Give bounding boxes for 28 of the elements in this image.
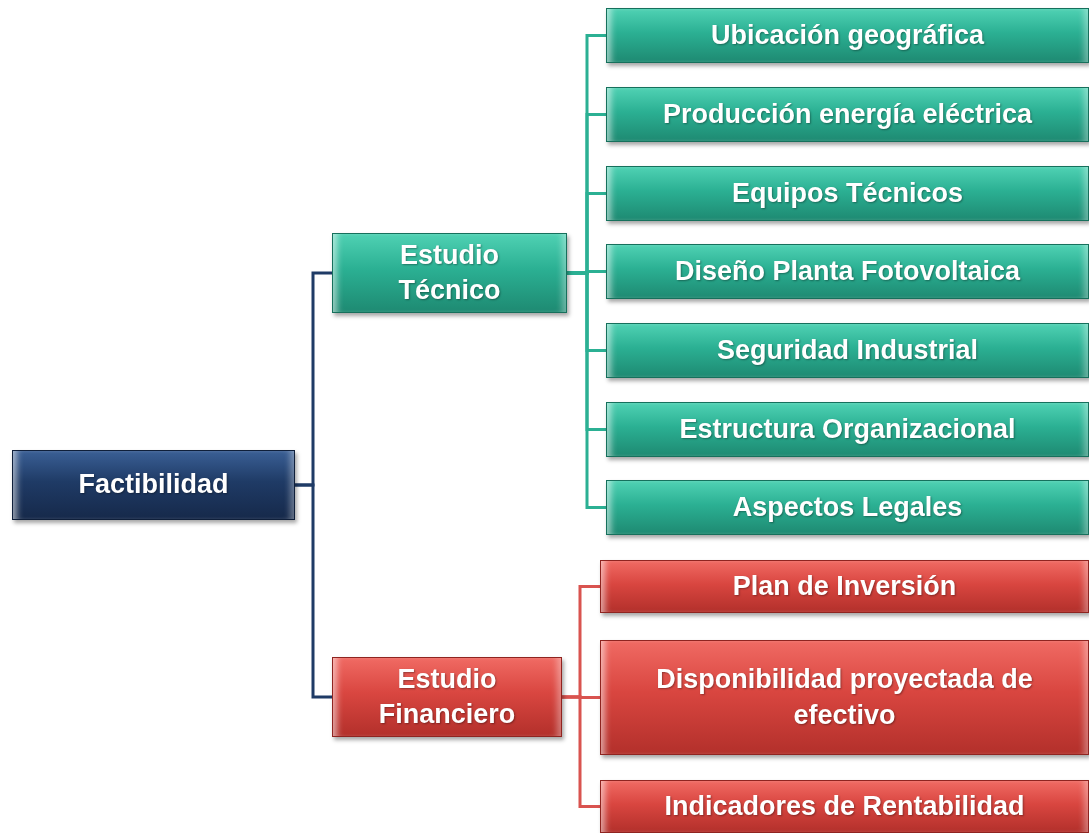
topic-box — [600, 640, 1089, 755]
topic-box — [600, 780, 1089, 833]
topic-label: Producción energía eléctrica — [662, 97, 1033, 131]
topic-box — [332, 233, 567, 313]
topic-label: Disponibilidad proyectada de efectivo — [655, 663, 1034, 732]
topic-box — [606, 87, 1089, 142]
topic-box — [606, 402, 1089, 457]
topic-label: Estudio Técnico — [397, 238, 502, 307]
topic-label: Estudio Financiero — [377, 662, 517, 731]
topic-label: Equipos Técnicos — [731, 176, 963, 210]
topic-label: Factibilidad — [78, 468, 229, 502]
topic-label: Diseño Planta Fotovoltaica — [674, 254, 1021, 288]
topic-box — [12, 450, 295, 520]
topic-label: Aspectos Legales — [732, 490, 963, 524]
connector-line — [562, 695, 600, 808]
topic-label: Indicadores de Rentabilidad — [664, 789, 1025, 823]
topic-box — [606, 323, 1089, 378]
topic-box — [606, 244, 1089, 299]
topic-box — [600, 560, 1089, 613]
topic-label: Estructura Organizacional — [679, 412, 1016, 446]
connector-line — [295, 483, 332, 699]
topic-label: Plan de Inversión — [732, 569, 957, 603]
topic-label: Ubicación geográfica — [710, 18, 985, 52]
topic-label: Seguridad Industrial — [716, 333, 978, 367]
topic-box — [606, 8, 1089, 63]
topic-box — [606, 166, 1089, 221]
topic-box — [332, 657, 562, 737]
topic-box — [606, 480, 1089, 535]
